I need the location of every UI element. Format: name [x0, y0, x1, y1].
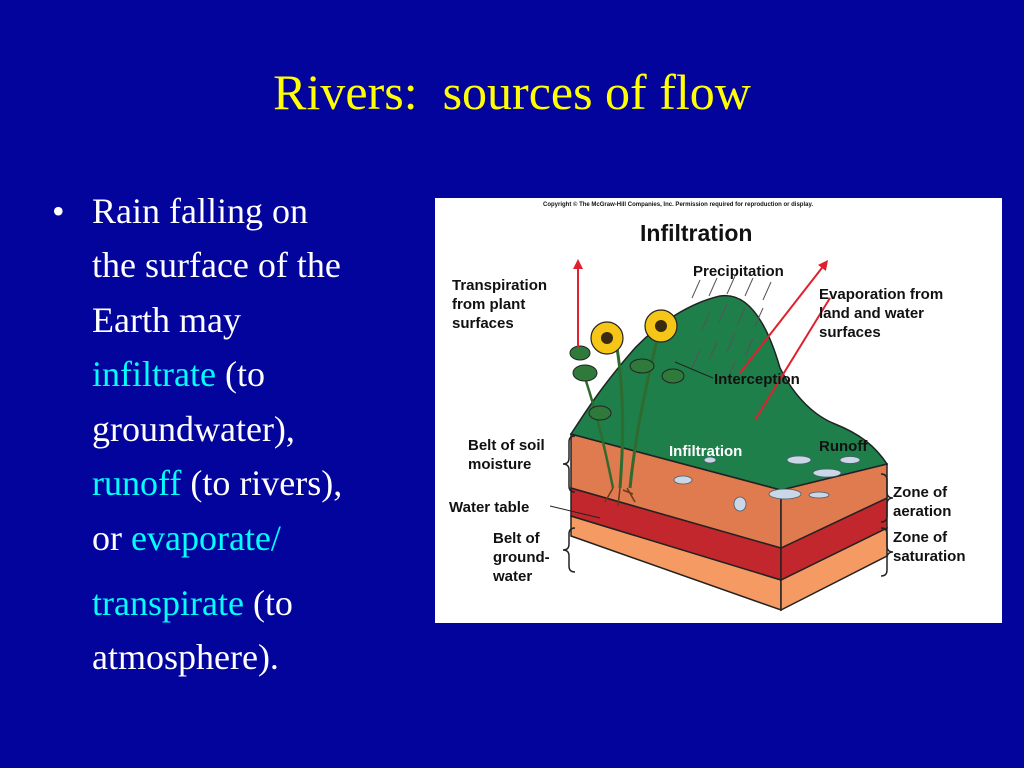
label-groundwater-line: Belt of: [493, 530, 541, 547]
infiltration-diagram: Copyright © The McGraw-Hill Companies, I…: [435, 198, 1002, 623]
bullet-line: Earth may: [92, 293, 241, 348]
label-zone-aeration-line: Zone of: [893, 484, 948, 501]
water-table-pointer: [549, 505, 601, 519]
bullet-line: Rain falling on: [92, 184, 308, 239]
interception-pointer: [674, 361, 714, 379]
bullet-text: atmosphere).: [92, 637, 279, 677]
flower-left: [590, 321, 624, 355]
label-water-table: Water table: [449, 499, 529, 516]
bullet-marker: •: [52, 191, 65, 231]
label-transpiration: Transpiration from plant surfaces: [452, 277, 551, 332]
flower-right: [644, 309, 678, 343]
plant-illustration: [569, 327, 685, 507]
label-soil-moisture-line: Belt of soil: [468, 437, 545, 454]
label-evaporation-line: land and water: [819, 305, 924, 322]
highlighted-term: evaporate/: [131, 518, 281, 558]
label-groundwater-line: ground-: [493, 549, 550, 566]
label-soil-moisture: Belt of soil moisture: [468, 437, 549, 473]
label-zone-saturation-line: Zone of: [893, 529, 948, 546]
bullet-line: groundwater),: [92, 402, 295, 457]
bullet-line: atmosphere).: [92, 630, 279, 685]
braces: [562, 435, 894, 577]
grass-surface: [569, 294, 889, 491]
label-transpiration-line: Transpiration: [452, 277, 547, 294]
bullet-line: transpirate (to: [92, 576, 293, 631]
label-zone-aeration-line: aeration: [893, 503, 951, 520]
diagram-title: Infiltration: [640, 220, 752, 246]
label-evaporation-line: surfaces: [819, 324, 881, 341]
bullet-text: (to: [243, 583, 293, 623]
label-runoff: Runoff: [819, 438, 868, 455]
copyright-note: Copyright © The McGraw-Hill Companies, I…: [543, 201, 813, 208]
bullet-line: infiltrate (to: [92, 347, 265, 402]
slide-title: Rivers: sources of flow: [273, 64, 751, 120]
label-zone-saturation: Zone of saturation: [893, 529, 966, 565]
bullet-text: or: [92, 518, 131, 558]
label-evaporation-line: Evaporation from: [819, 286, 943, 303]
label-zone-aeration: Zone of aeration: [893, 484, 951, 520]
runoff-streaks: [673, 455, 861, 512]
label-transpiration-line: surfaces: [452, 315, 514, 332]
label-groundwater: Belt of ground- water: [492, 530, 554, 585]
bullet-text: (to rivers),: [181, 463, 343, 503]
highlighted-term: runoff: [92, 463, 182, 503]
label-soil-moisture-line: moisture: [468, 456, 531, 473]
rain-streaks: [691, 275, 772, 381]
label-interception: Interception: [714, 371, 800, 388]
bullet-line: runoff (to rivers),: [92, 456, 342, 511]
label-infiltration: Infiltration: [669, 443, 742, 460]
label-groundwater-line: water: [492, 568, 532, 585]
bullet-line: the surface of the: [92, 238, 341, 293]
highlighted-term: infiltrate: [92, 354, 216, 394]
label-transpiration-line: from plant: [452, 296, 525, 313]
bullet-text: Earth may: [92, 300, 241, 340]
label-zone-saturation-line: saturation: [893, 548, 966, 565]
bullet-line: or evaporate/: [92, 511, 281, 566]
evaporation-arrows: [739, 260, 831, 421]
label-precipitation: Precipitation: [693, 263, 784, 280]
bullet-text: Rain falling on: [92, 191, 308, 231]
bullet-text: (to: [215, 354, 265, 394]
bullet-text: groundwater),: [92, 409, 295, 449]
bullet-text: the surface of the: [92, 245, 341, 285]
label-evaporation: Evaporation from land and water surfaces: [819, 286, 947, 341]
highlighted-term: transpirate: [92, 583, 244, 623]
